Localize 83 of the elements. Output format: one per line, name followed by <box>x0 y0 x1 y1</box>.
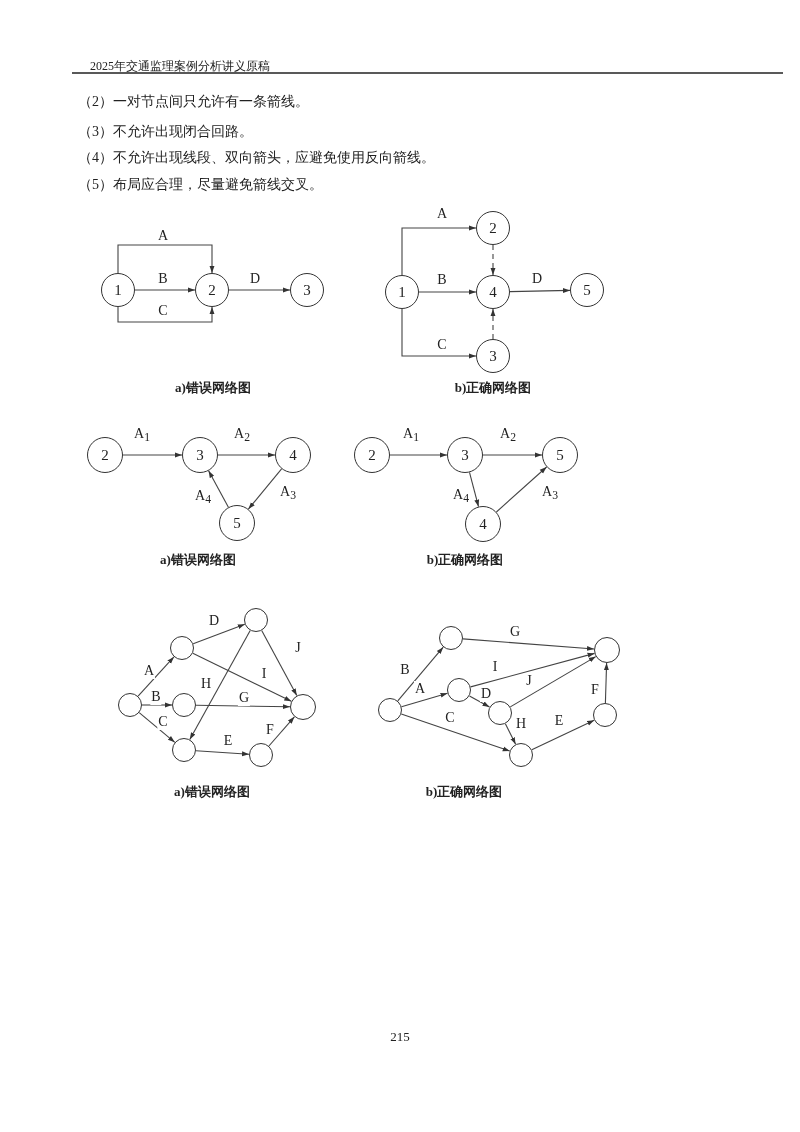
arrow <box>509 288 571 293</box>
event-circle <box>170 636 194 660</box>
event-circle <box>244 608 268 632</box>
event-circle: 5 <box>570 273 604 307</box>
page-number: 215 <box>390 1029 410 1045</box>
arrow <box>400 692 449 708</box>
event-circle <box>447 678 471 702</box>
event-circle: 2 <box>87 437 123 473</box>
arrow <box>141 702 173 708</box>
dummy-arrow <box>490 308 496 340</box>
event-circle: 4 <box>476 275 510 309</box>
figure-caption: a)错误网络图 <box>160 552 236 568</box>
arrow <box>401 308 477 359</box>
arrow <box>400 713 511 752</box>
arrow <box>504 723 517 745</box>
dummy-arrow <box>490 244 496 276</box>
edge-label: A <box>142 663 156 679</box>
event-circle: 3 <box>447 437 483 473</box>
event-circle: 3 <box>476 339 510 373</box>
arrow <box>468 695 491 708</box>
edge-label: C <box>157 714 169 730</box>
event-circle: 2 <box>195 273 229 307</box>
header-text: 2025年交通监理案例分析讲义原稿 <box>90 58 270 74</box>
arrow <box>134 287 196 293</box>
event-circle: 4 <box>275 437 311 473</box>
arrow <box>462 638 595 651</box>
event-circle <box>249 743 273 767</box>
figure-caption: a)错误网络图 <box>175 380 251 396</box>
figure-caption: b)正确网络图 <box>425 784 503 800</box>
arrow <box>217 452 276 458</box>
event-circle <box>290 694 316 720</box>
arrow <box>208 470 229 508</box>
arrow <box>137 656 175 697</box>
event-circle: 1 <box>385 275 419 309</box>
arrow <box>195 704 291 710</box>
arrow <box>189 629 251 741</box>
event-circle: 2 <box>354 437 390 473</box>
event-circle: 2 <box>476 211 510 245</box>
event-circle <box>488 701 512 725</box>
arrow <box>418 289 477 295</box>
rule-text: （4）不允许出现线段、双向箭头，应避免使用反向箭线。 <box>78 149 435 167</box>
arrow <box>495 466 548 513</box>
arrow <box>192 652 292 702</box>
arrow <box>482 452 543 458</box>
arrow <box>117 244 215 274</box>
event-circle <box>172 693 196 717</box>
event-circle <box>593 703 617 727</box>
arrow <box>470 652 596 688</box>
event-circle <box>378 698 402 722</box>
arrow <box>401 225 477 276</box>
event-circle: 4 <box>465 506 501 542</box>
rule-text: （2）一对节点间只允许有一条箭线。 <box>78 93 309 111</box>
rule-text: （5）布局应合理，尽量避免箭线交叉。 <box>78 176 323 194</box>
arrow <box>117 306 215 323</box>
rule-text: （3）不允许出现闭合回路。 <box>78 123 253 141</box>
arrow <box>192 623 246 645</box>
arrow <box>509 656 597 708</box>
event-circle: 1 <box>101 273 135 307</box>
event-circle <box>439 626 463 650</box>
arrow <box>468 471 480 508</box>
event-circle <box>594 637 620 663</box>
event-circle: 5 <box>542 437 578 473</box>
edge-label: D <box>479 686 493 702</box>
event-circle <box>509 743 533 767</box>
arrow <box>389 452 448 458</box>
arrow <box>195 750 250 757</box>
arrow <box>268 716 295 747</box>
arrow <box>603 662 609 704</box>
event-circle <box>118 693 142 717</box>
edge-label: G <box>237 690 251 706</box>
arrow <box>138 712 176 743</box>
arrow <box>261 630 298 697</box>
arrow <box>122 452 183 458</box>
arrow <box>228 287 291 293</box>
arrow <box>247 468 283 510</box>
figure-caption: a)错误网络图 <box>174 784 250 800</box>
arrow <box>531 719 595 751</box>
event-circle: 3 <box>290 273 324 307</box>
edge-label: B <box>150 689 162 705</box>
event-circle <box>172 738 196 762</box>
event-circle: 5 <box>219 505 255 541</box>
event-circle: 3 <box>182 437 218 473</box>
arrow <box>397 646 444 702</box>
